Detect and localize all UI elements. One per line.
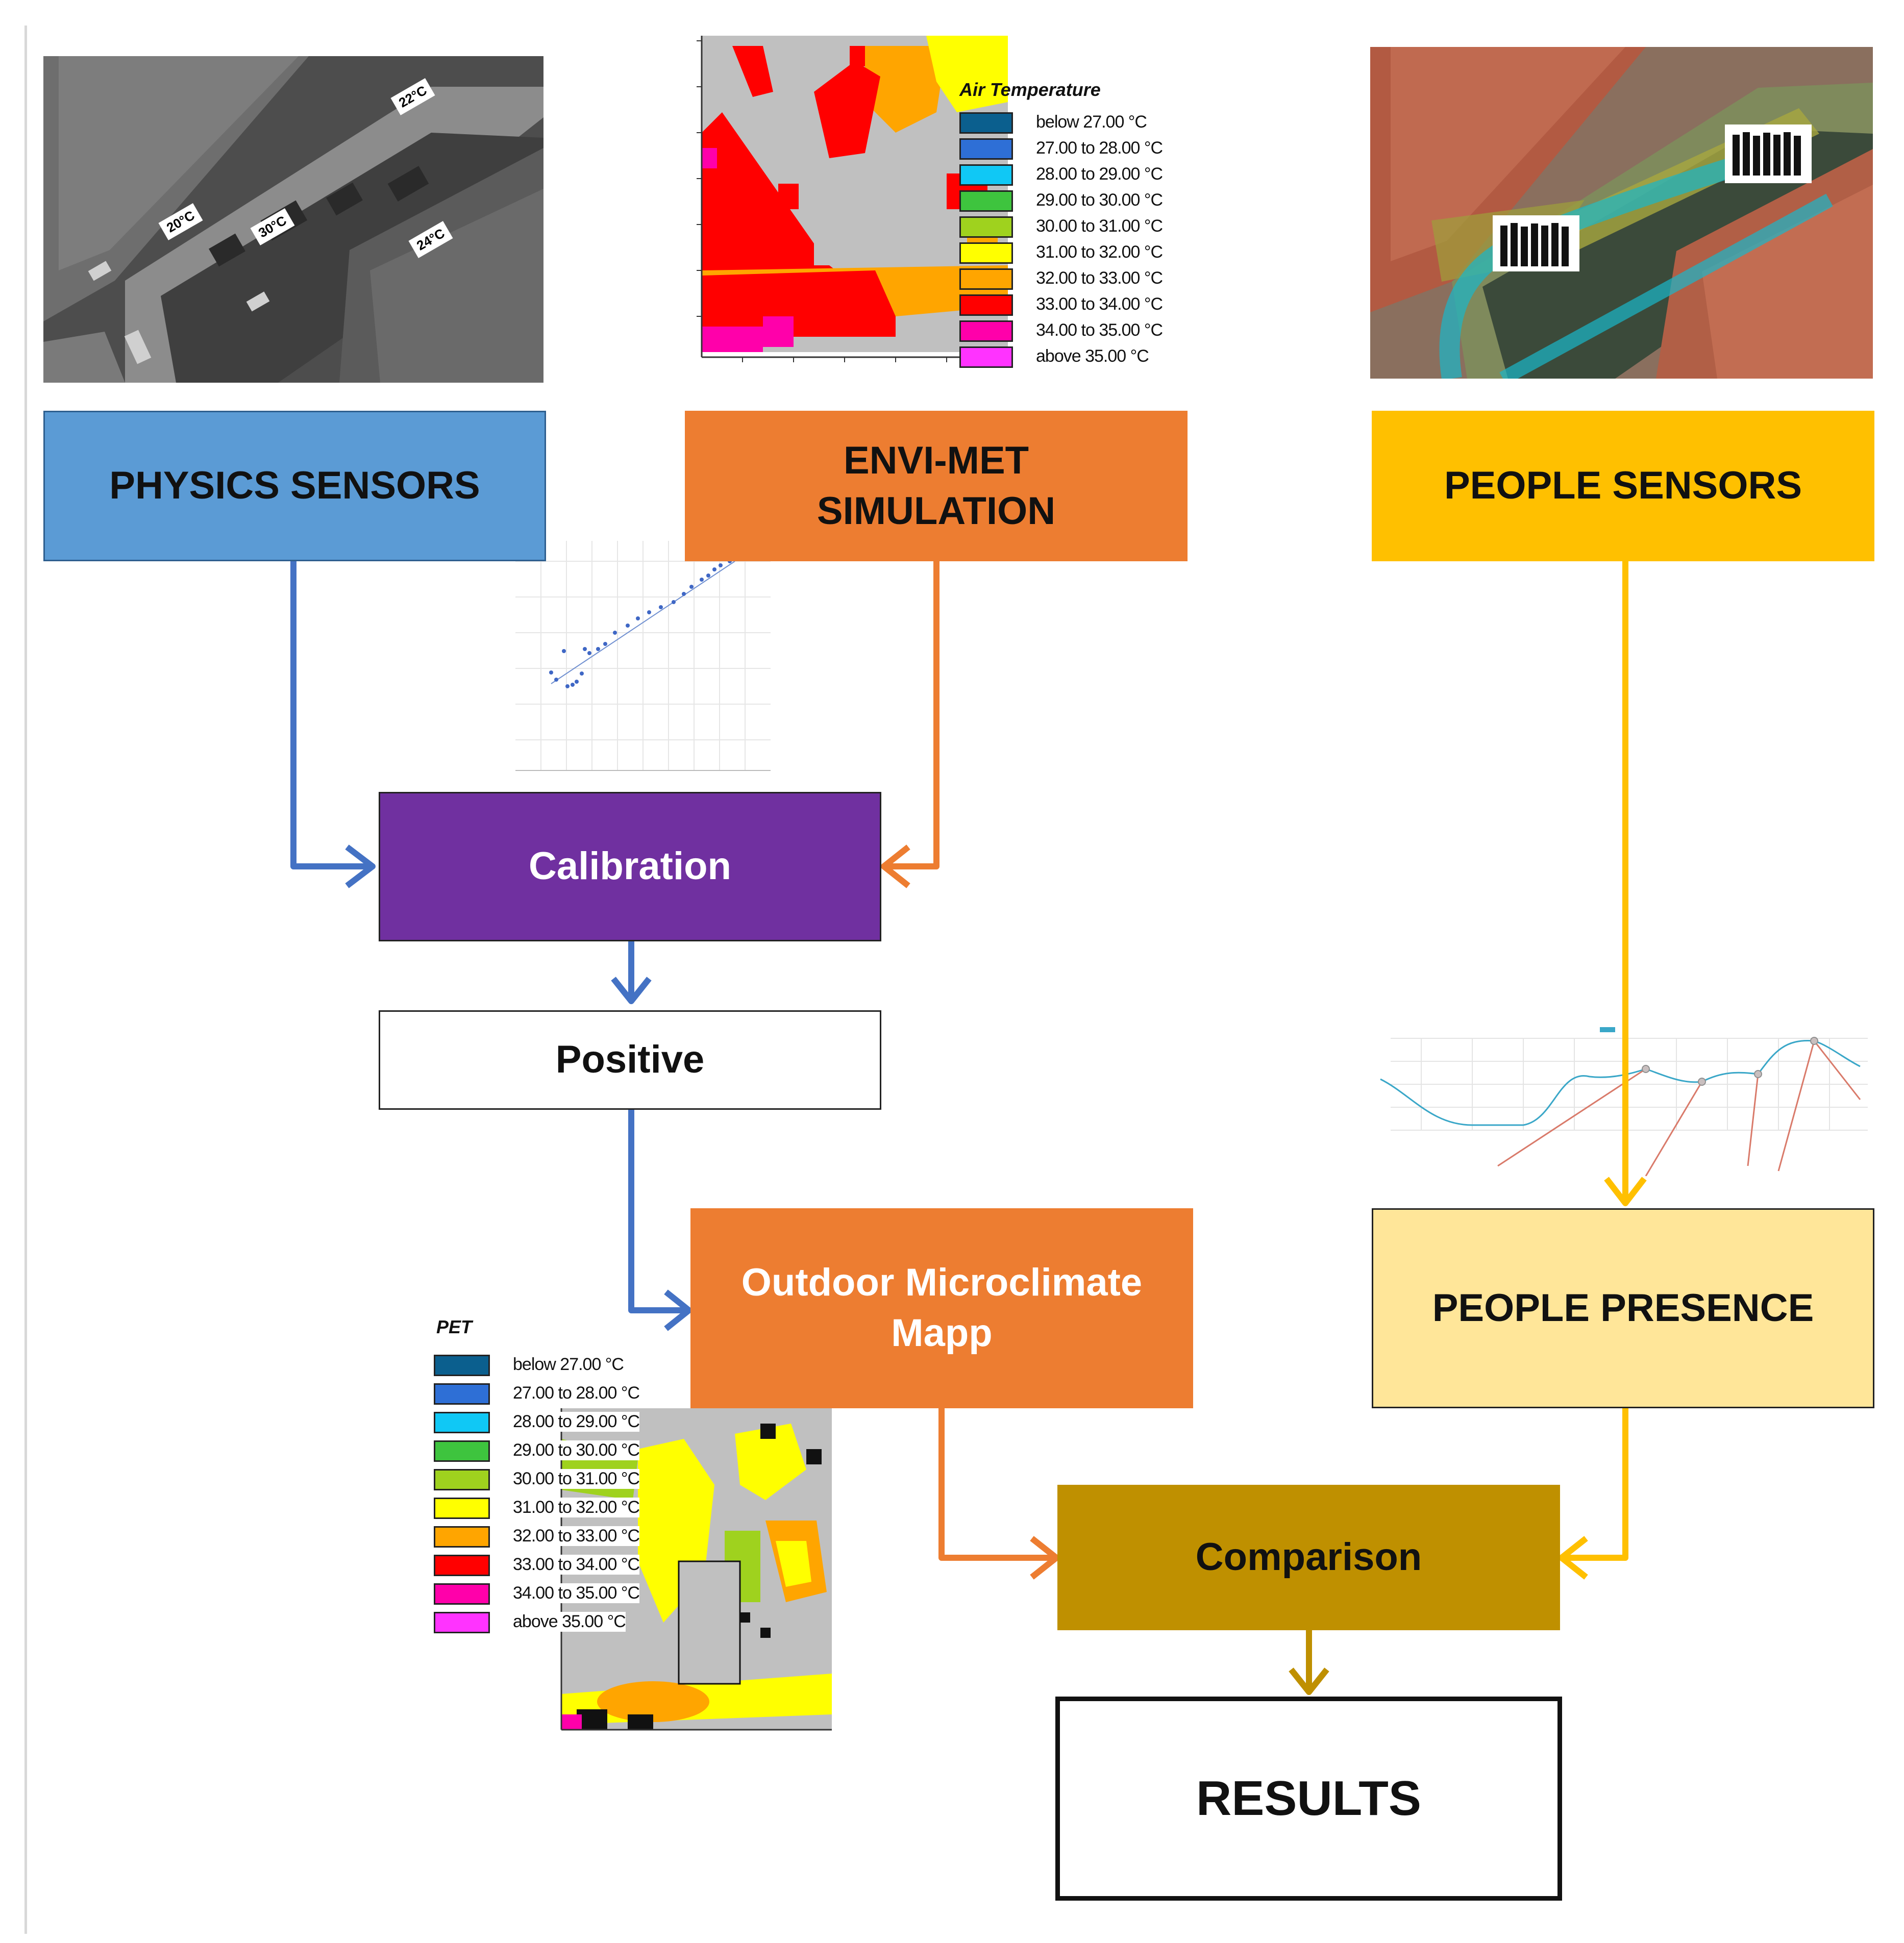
pet-legend-label-3: 29.00 to 30.00 °C [513,1440,640,1460]
people-presence-label: PEOPLE PRESENCE [1432,1286,1814,1330]
air-legend-swatch-7 [959,294,1013,316]
air-legend-label-3: 29.00 to 30.00 °C [1036,190,1163,210]
arrow-outdoor-to-comparison [938,1408,1054,1561]
envimet-label-line2: SIMULATION [817,489,1056,533]
air-legend-swatch-3 [959,190,1013,212]
arrow-presence-to-comparison [1566,1408,1628,1561]
comparison-label: Comparison [1195,1535,1422,1579]
air-legend-label-9: above 35.00 °C [1036,346,1149,366]
air-legend-swatch-6 [959,268,1013,290]
people-sensors-box: PEOPLE SENSORS [1372,411,1874,561]
pet-legend-swatch-9 [434,1612,490,1633]
arrow-positive-to-outdoor [628,1110,686,1313]
arrowhead-calibration-left [345,844,376,888]
pet-legend-label-2: 28.00 to 29.00 °C [513,1412,640,1432]
arrowhead-positive [611,977,652,1004]
air-legend-swatch-5 [959,242,1013,264]
arrowhead-results [1289,1667,1329,1695]
people-presence-box: PEOPLE PRESENCE [1372,1208,1874,1408]
pet-legend-swatch-7 [434,1555,490,1576]
pet-legend-swatch-3 [434,1440,490,1462]
envimet-simulation-box: ENVI-MET SIMULATION [685,411,1188,561]
air-temperature-legend: below 27.00 °C 27.00 to 28.00 °C 28.00 to … [959,112,1194,378]
air-legend-swatch-9 [959,346,1013,368]
people-presence-line-chart [1370,1023,1873,1176]
left-margin-line [24,26,27,1934]
arrowhead-comparison-left [1030,1536,1059,1580]
outdoor-label-line1: Outdoor Microclimate [741,1261,1143,1305]
arrow-physics-to-calibration [290,561,370,869]
air-legend-label-4: 30.00 to 31.00 °C [1036,216,1163,236]
people-aerial-photo [1370,47,1873,379]
arrowhead-people-presence [1604,1177,1647,1206]
physics-sensors-box: PHYSICS SENSORS [43,411,546,561]
positive-box: Positive [379,1010,881,1110]
air-legend-swatch-2 [959,164,1013,186]
pet-legend-swatch-5 [434,1498,490,1519]
pet-legend-swatch-8 [434,1583,490,1605]
pet-legend-swatch-4 [434,1469,490,1490]
air-legend-label-8: 34.00 to 35.00 °C [1036,320,1163,340]
pet-legend-swatch-6 [434,1526,490,1548]
comparison-box: Comparison [1057,1485,1560,1630]
air-legend-swatch-4 [959,216,1013,238]
pet-legend-label-4: 30.00 to 31.00 °C [513,1469,640,1489]
air-temperature-legend-title: Air Temperature [959,79,1101,100]
pet-legend: below 27.00 °C 27.00 to 28.00 °C 28.00 to … [434,1355,679,1640]
pet-legend-label-7: 33.00 to 34.00 °C [513,1555,640,1575]
air-legend-swatch-1 [959,138,1013,160]
air-legend-label-7: 33.00 to 34.00 °C [1036,294,1163,314]
outdoor-microclimate-box: Outdoor Microclimate Mapp [690,1208,1193,1408]
positive-label: Positive [555,1038,705,1082]
air-legend-label-0: below 27.00 °C [1036,112,1147,132]
air-legend-label-6: 32.00 to 33.00 °C [1036,268,1163,288]
air-legend-swatch-8 [959,320,1013,342]
pet-legend-swatch-1 [434,1383,490,1405]
pet-legend-swatch-0 [434,1355,490,1376]
results-box: RESULTS [1055,1697,1562,1901]
arrowhead-comparison-right [1559,1536,1588,1580]
pet-legend-label-6: 32.00 to 33.00 °C [513,1526,640,1546]
arrowhead-calibration-right [881,844,910,888]
pet-legend-label-5: 31.00 to 32.00 °C [513,1498,640,1517]
pet-legend-label-9: above 35.00 °C [513,1612,626,1632]
outdoor-label-line2: Mapp [891,1311,993,1355]
sensor-aerial-photo [43,56,543,383]
arrow-envimet-to-calibration [888,561,939,869]
calibration-label: Calibration [529,844,731,888]
air-legend-label-5: 31.00 to 32.00 °C [1036,242,1163,262]
pet-legend-title: PET [436,1316,473,1337]
pet-legend-label-0: below 27.00 °C [513,1355,624,1375]
arrowhead-outdoor [664,1289,692,1331]
calibration-scatter-plot [485,531,781,786]
pet-map [521,1408,837,1745]
air-legend-label-1: 27.00 to 28.00 °C [1036,138,1163,158]
pet-legend-label-8: 34.00 to 35.00 °C [513,1583,640,1603]
air-legend-swatch-0 [959,112,1013,134]
air-legend-label-2: 28.00 to 29.00 °C [1036,164,1163,184]
envimet-label-line1: ENVI-MET [843,438,1029,482]
physics-sensors-label: PHYSICS SENSORS [109,464,480,508]
calibration-box: Calibration [379,792,881,941]
results-label: RESULTS [1196,1771,1421,1826]
people-sensors-label: PEOPLE SENSORS [1444,464,1802,508]
pet-legend-swatch-2 [434,1412,490,1433]
pet-legend-label-1: 27.00 to 28.00 °C [513,1383,640,1403]
